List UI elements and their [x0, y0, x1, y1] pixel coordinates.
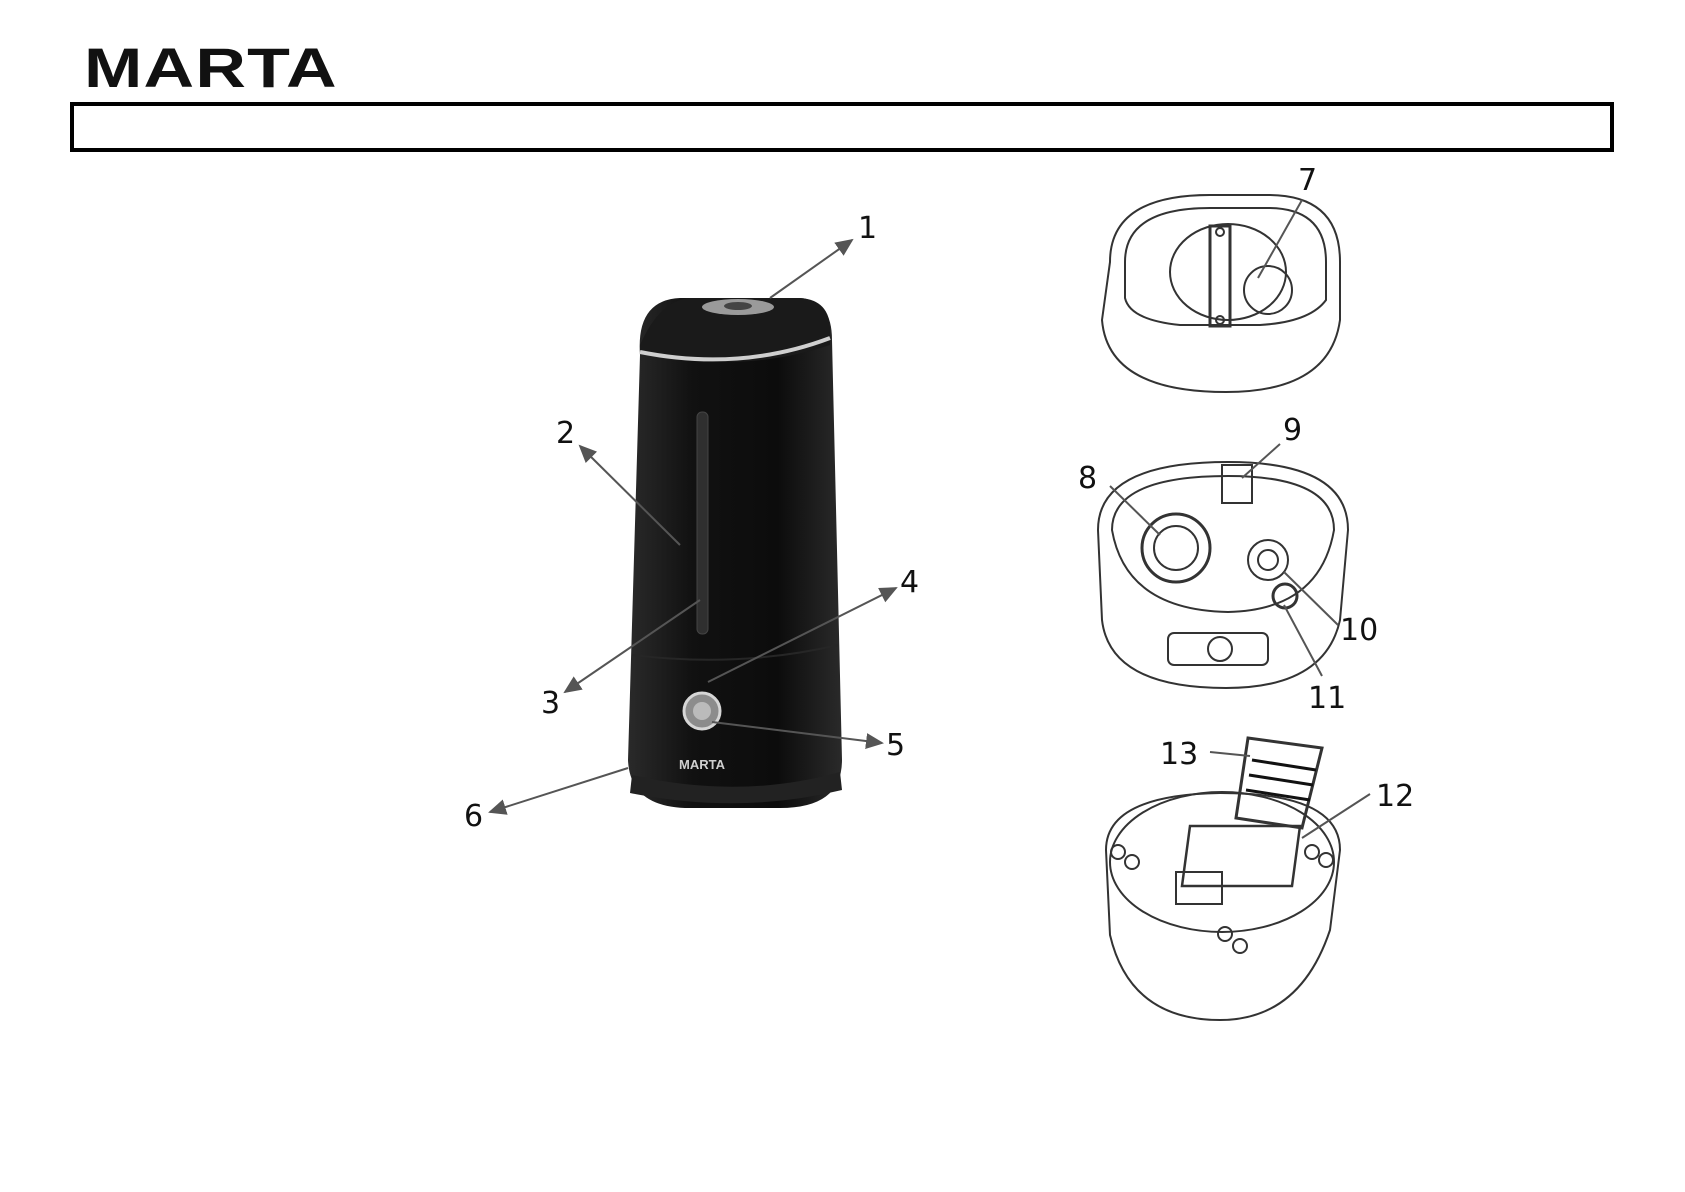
callout-8: 8 [1078, 461, 1097, 496]
callout-9: 9 [1283, 413, 1302, 448]
callout-2: 2 [556, 416, 575, 451]
callout-12: 12 [1376, 779, 1414, 814]
device-logo: MARTA [679, 757, 726, 772]
sketch-bottom-filter [1106, 738, 1340, 1020]
callout-4: 4 [900, 565, 919, 600]
humidifier-body [628, 298, 842, 808]
sketch-tank-top [1102, 195, 1340, 392]
callout-13: 13 [1160, 737, 1198, 772]
callout-numbers-sketches: 7 8 9 10 11 12 13 [1078, 163, 1414, 814]
callout-11: 11 [1308, 681, 1346, 716]
callout-10: 10 [1340, 613, 1378, 648]
callout-5: 5 [886, 728, 905, 763]
callout-line-7 [1258, 200, 1302, 278]
humidifier-device: MARTA [628, 298, 842, 808]
callout-1: 1 [858, 211, 877, 246]
callout-6: 6 [464, 799, 483, 834]
callout-7: 7 [1298, 163, 1317, 198]
callout-3: 3 [541, 686, 560, 721]
